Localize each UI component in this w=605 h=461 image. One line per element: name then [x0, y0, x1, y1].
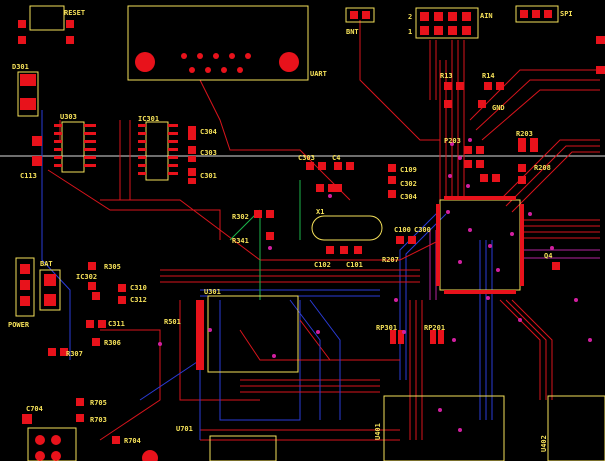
ref-r208: R208 [534, 164, 551, 172]
ref-x1: X1 [316, 208, 324, 216]
ref-r501: R501 [164, 318, 181, 326]
ref-c301: C301 [200, 172, 217, 180]
ref-c310: C310 [130, 284, 147, 292]
ref-rp201: RP201 [424, 324, 445, 332]
ref-c303: C303 [200, 149, 217, 157]
silkscreen-labels: RESET D301 U303 C113 IC301 C304 C303 C30… [8, 9, 573, 452]
ref-reset: RESET [64, 9, 85, 17]
ref-pin2: 2 [408, 13, 412, 21]
ref-q4: Q4 [544, 252, 552, 260]
ref-c312: C312 [130, 296, 147, 304]
ref-c113: C113 [20, 172, 37, 180]
ref-r341: R341 [232, 237, 249, 245]
ref-c304: C304 [200, 128, 217, 136]
ref-ic302: IC302 [76, 273, 97, 281]
ref-u701: U701 [176, 425, 193, 433]
pad-layer [15, 5, 605, 461]
ref-u402: U402 [540, 435, 548, 452]
ref-r703: R703 [90, 416, 107, 424]
ref-c102: C102 [314, 261, 331, 269]
ref-r306: R306 [104, 339, 121, 347]
ref-c101: C101 [346, 261, 363, 269]
ref-u303: U303 [60, 113, 77, 121]
ref-c303b: C303 [298, 154, 315, 162]
ref-r705: R705 [90, 399, 107, 407]
ref-c304b: C304 [400, 193, 417, 201]
ref-c109: C109 [400, 166, 417, 174]
ref-spi: SPI [560, 10, 573, 18]
ref-u401: U401 [374, 423, 382, 440]
ref-uart: UART [310, 70, 327, 78]
ref-ic301: IC301 [138, 115, 159, 123]
ref-d301: D301 [12, 63, 29, 71]
ref-rp301: RP301 [376, 324, 397, 332]
ref-pin1: 1 [408, 28, 412, 36]
ref-c4: C4 [332, 154, 340, 162]
ref-ain: AIN [480, 12, 493, 20]
ref-c300: C300 [414, 226, 431, 234]
ref-r207: R207 [382, 256, 399, 264]
ref-u301: U301 [204, 288, 221, 296]
via-layer [158, 138, 592, 432]
ref-bnt: BNT [346, 28, 359, 36]
ref-r305: R305 [104, 263, 121, 271]
ref-c704: C704 [26, 405, 43, 413]
ref-p203: P203 [444, 137, 461, 145]
ref-power: POWER [8, 321, 30, 329]
ref-c100: C100 [394, 226, 411, 234]
ref-r13: R13 [440, 72, 453, 80]
ref-r203: R203 [516, 130, 533, 138]
ref-c302: C302 [400, 180, 417, 188]
ref-r307: R307 [66, 350, 83, 358]
ref-r704: R704 [124, 437, 141, 445]
ref-gnd: GND [492, 104, 505, 112]
ref-bat: BAT [40, 260, 53, 268]
ref-r302: R302 [232, 213, 249, 221]
ref-c311: C311 [108, 320, 125, 328]
ref-r14: R14 [482, 72, 495, 80]
